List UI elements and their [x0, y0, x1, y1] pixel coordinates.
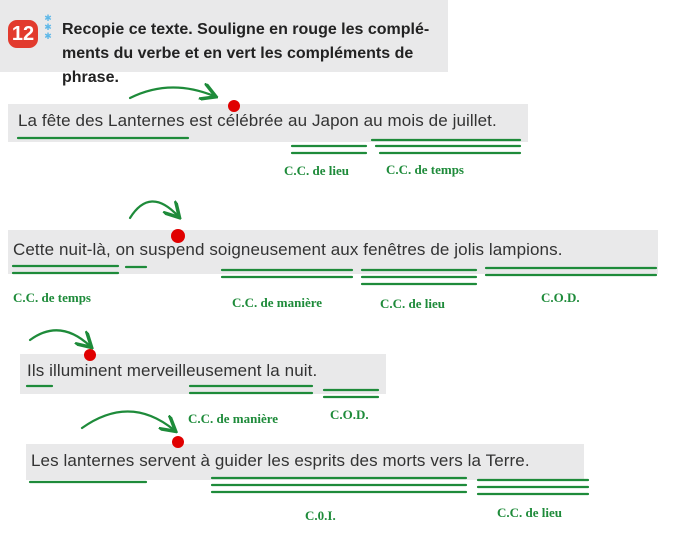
label-s1-temps: C.C. de temps: [386, 162, 464, 177]
exercise-instruction: Recopie ce texte. Souligne en rouge les …: [62, 18, 442, 90]
arrow-1: [128, 87, 214, 98]
arrow-4: [80, 410, 174, 430]
label-s2-maniere: C.C. de manière: [232, 295, 323, 310]
sentence-band-1: [8, 104, 528, 142]
label-s4-coi: C.0.I.: [305, 508, 336, 523]
sentence-4: Les lanternes servent à guider les espri…: [31, 451, 530, 470]
verb-dot-1: [228, 100, 240, 112]
exercise-number-badge: 12: [8, 20, 38, 48]
verb-dot-4: [172, 436, 184, 448]
label-s1-lieu: C.C. de lieu: [284, 163, 349, 178]
exercise-header: 12 ✱✱✱ Recopie ce texte. Souligne en rou…: [0, 0, 448, 86]
label-s2-lieu: C.C. de lieu: [380, 296, 445, 311]
instruction-line-1: Recopie ce texte. Souligne en rouge les …: [62, 21, 430, 38]
sentence-band-4: [26, 444, 584, 480]
label-s3-maniere: C.C. de manière: [188, 411, 279, 426]
sentence-band-3: [20, 354, 386, 394]
verb-dot-3: [84, 349, 96, 361]
label-s2-cod: C.O.D.: [541, 290, 580, 305]
verb-dot-2: [171, 229, 185, 243]
arrow-2: [128, 201, 178, 218]
label-s4-lieu: C.C. de lieu: [497, 505, 562, 520]
instruction-line-2: ments du verbe et en vert les complément…: [62, 45, 414, 86]
label-s3-cod: C.O.D.: [330, 407, 369, 422]
arrow-3: [28, 329, 90, 346]
sentence-1: La fête des Lanternes est célébrée au Ja…: [18, 111, 497, 130]
label-s2-temps: C.C. de temps: [13, 290, 91, 305]
sentence-3: Ils illuminent merveilleusement la nuit.: [27, 361, 318, 380]
stars-icon: ✱✱✱: [44, 13, 52, 41]
sentence-2: Cette nuit-là, on suspend soigneusement …: [13, 240, 563, 259]
